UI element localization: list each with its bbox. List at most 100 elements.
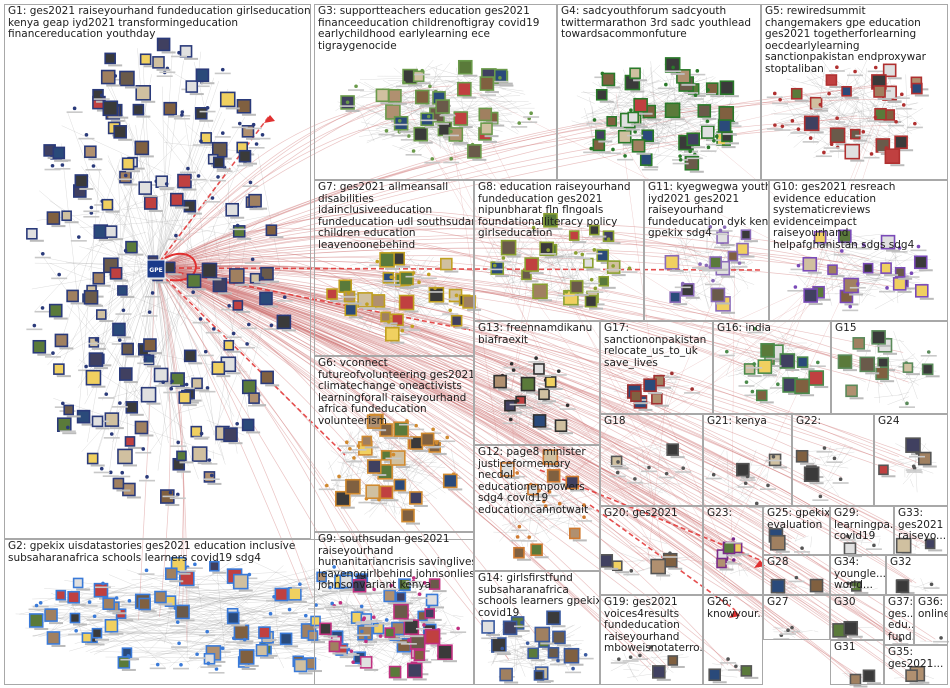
node-label-g5 [809, 131, 824, 134]
group-label-g1: G1: ges2021 raiseyourhand fundeducation … [8, 6, 310, 40]
node-label-g3 [442, 134, 459, 137]
node-dot-g2 [314, 603, 318, 607]
node-g2 [209, 560, 220, 572]
node-dot-g8 [627, 266, 632, 271]
node-label-g1 [265, 384, 280, 387]
node-g2 [279, 632, 293, 646]
node-g5 [841, 85, 852, 97]
node-label-g1 [77, 198, 92, 201]
node-label-g1 [53, 317, 68, 320]
node-label-g2 [106, 610, 121, 613]
node-g7 [382, 272, 395, 284]
node-g3 [480, 122, 493, 135]
node-label-g1 [167, 238, 184, 241]
node-label-g1 [124, 86, 139, 89]
node-g1 [132, 103, 145, 116]
node-label-g1 [189, 93, 204, 96]
node-dot-g1 [61, 401, 65, 406]
node-dot-g1 [247, 322, 251, 327]
node-label-g2 [259, 656, 274, 659]
node-label-g4 [681, 83, 696, 86]
node-label-g2 [120, 658, 137, 661]
node-dot-g1 [177, 50, 181, 55]
node-dot-g2 [101, 581, 105, 586]
node-label-g1 [137, 362, 154, 365]
node-label-g5 [895, 107, 912, 110]
node-label-g4 [622, 143, 637, 146]
node-label-g1 [205, 331, 222, 334]
node-label-g2 [398, 602, 413, 605]
node-label-g4 [599, 100, 614, 103]
node-label-g2 [171, 646, 188, 648]
node-label-g1 [126, 170, 141, 173]
node-label-g1 [254, 137, 271, 140]
node-label-g1 [26, 328, 43, 331]
group-label-g27: G27 [767, 597, 789, 608]
node-g4 [664, 102, 681, 119]
node-label-g3 [391, 134, 408, 137]
node-label-g3 [462, 96, 477, 99]
node-label-g1 [127, 446, 142, 449]
node-label-g1 [193, 85, 210, 88]
node-g1 [228, 268, 245, 284]
node-dot-g1 [191, 290, 195, 294]
node-label-g4 [604, 152, 621, 155]
node-dot-g7 [433, 286, 437, 290]
node-g4 [717, 119, 732, 133]
node-g1 [91, 415, 104, 428]
node-label-g1 [129, 253, 144, 256]
node-label-g1 [225, 107, 240, 110]
node-label-g2 [121, 668, 136, 671]
node-g7 [440, 257, 453, 271]
node-label-g1 [159, 188, 174, 191]
node-label-g4 [633, 79, 648, 82]
group-box-g10: G10: ges2021 resreach evidence education… [769, 180, 948, 321]
node-g7 [326, 288, 338, 300]
group-box-g25: G25: gpekix evaluation [763, 506, 830, 555]
node-dot-g3 [354, 84, 358, 89]
highlight-edge [154, 267, 471, 331]
node-dot-g3 [407, 134, 411, 138]
node-label-g1 [169, 497, 186, 500]
node-label-g1 [51, 225, 66, 228]
group-label-g25: G25: gpekix evaluation [767, 508, 829, 531]
node-label-g8 [587, 291, 604, 293]
node-dot-g3 [529, 111, 533, 116]
node-label-g1 [44, 168, 61, 171]
node-dot-g1 [91, 164, 96, 168]
node-g1 [200, 132, 212, 144]
group-label-g32: G32 [890, 557, 912, 568]
node-label-g1 [229, 228, 246, 231]
node-label-g1 [239, 346, 256, 349]
node-dot-g4 [592, 118, 597, 122]
arrowhead [264, 115, 275, 123]
node-dot-g1 [205, 386, 210, 390]
node-label-g1 [147, 352, 162, 355]
group-label-g11: G11: kyegwegwa youthday iyd2021 ges2021 … [648, 182, 768, 239]
node-dot-g1 [143, 357, 148, 362]
node-label-g4 [596, 151, 611, 154]
node-label-g8 [600, 242, 617, 244]
node-g5 [882, 63, 897, 78]
node-label-g1 [139, 155, 154, 158]
node-label-g1 [164, 384, 181, 386]
node-dot-g4 [693, 93, 698, 98]
node-dot-g3 [420, 68, 425, 73]
node-label-g5 [878, 120, 893, 123]
node-g1 [66, 289, 79, 303]
node-g1 [225, 202, 239, 217]
node-dot-g1 [123, 248, 128, 253]
node-label-g5 [829, 121, 846, 123]
group-box-g28: G28 [763, 555, 830, 595]
node-dot-g4 [695, 69, 700, 73]
group-box-g27: G27 [763, 595, 830, 640]
node-g2 [293, 658, 308, 673]
node-label-g3 [443, 161, 460, 164]
node-dot-g5 [780, 124, 785, 129]
node-label-g7 [369, 264, 386, 267]
node-label-g1 [146, 365, 161, 368]
group-box-g14: G14: girlsfirstfund subsaharanafrica sch… [474, 571, 600, 685]
node-dot-g1 [99, 466, 104, 471]
node-label-g7 [348, 316, 363, 319]
node-dot-g5 [818, 102, 823, 107]
